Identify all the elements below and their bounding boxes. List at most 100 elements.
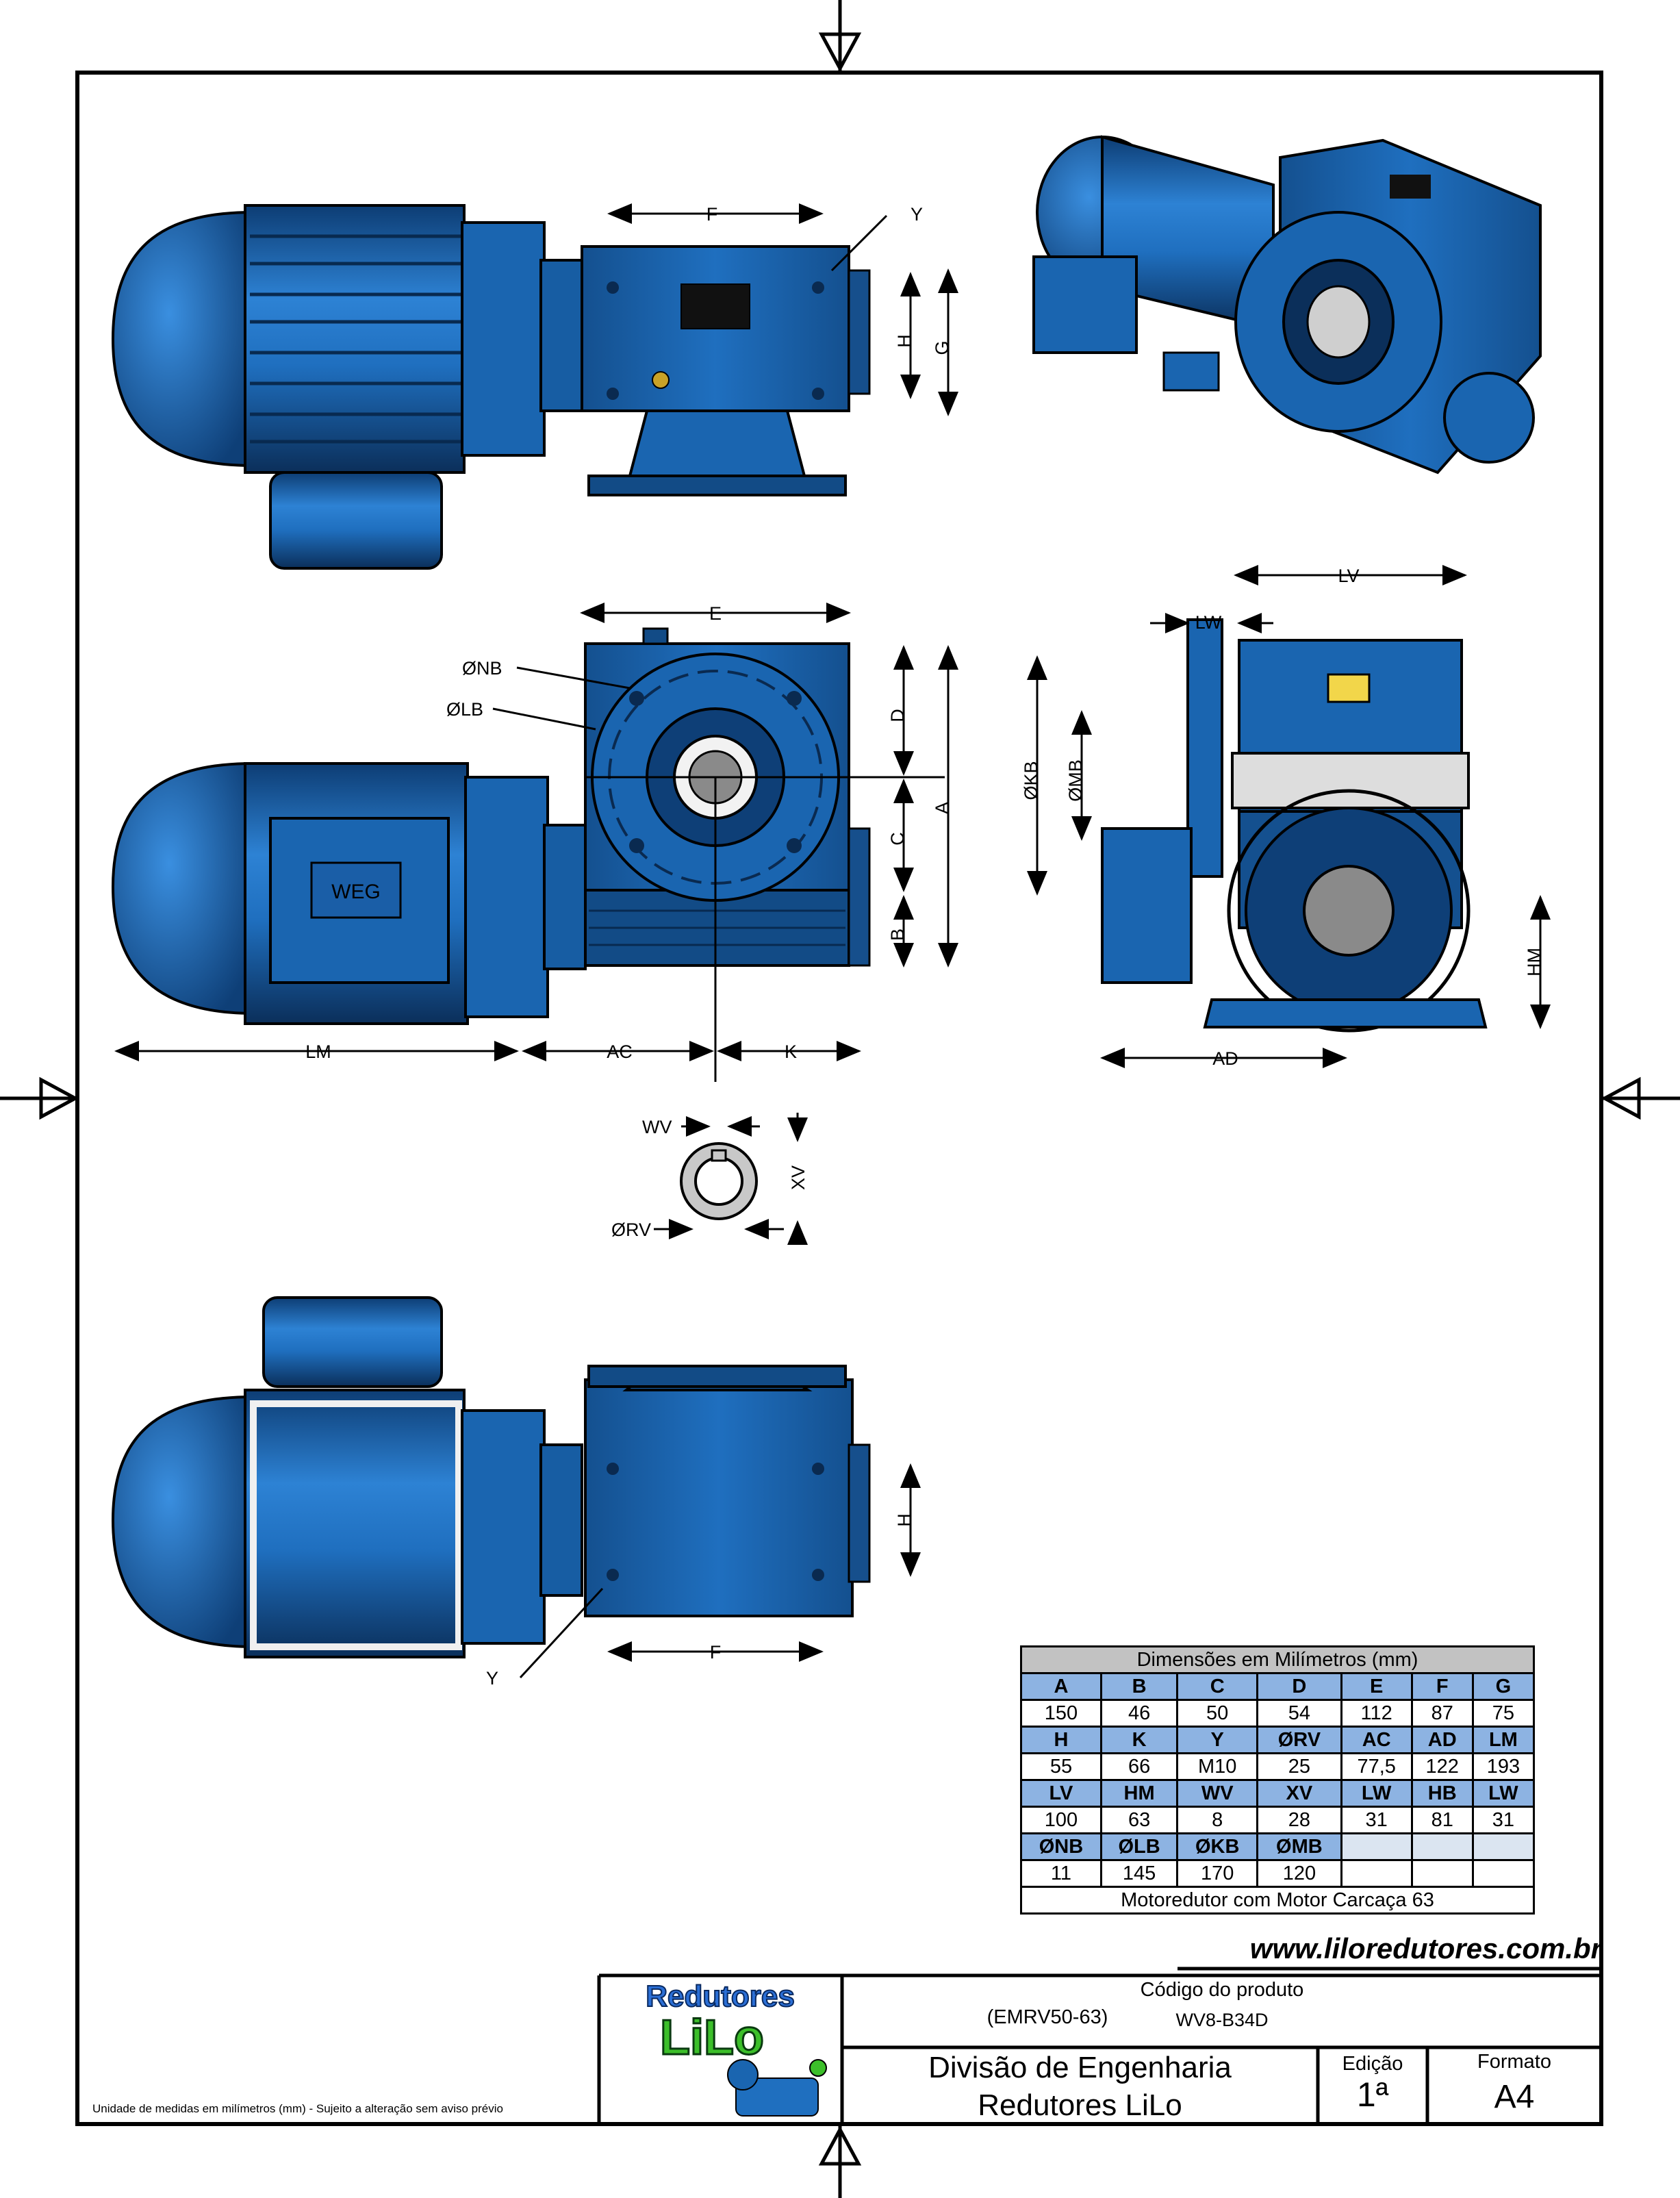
division-line2: Redutores LiLo: [978, 2088, 1182, 2122]
label-AC: AC: [607, 1041, 633, 1062]
table-header-cell: G: [1471, 1672, 1536, 1701]
table-header-cell: B: [1099, 1672, 1179, 1701]
product-code-value: WV8-B34D: [1175, 2010, 1269, 2030]
table-header-cell: ØLB: [1099, 1832, 1179, 1861]
table-empty-cell: [1410, 1832, 1474, 1861]
table-header-cell: LW: [1340, 1779, 1413, 1808]
table-value-cell: 81: [1410, 1806, 1474, 1834]
footnote: Unidade de medidas em milímetros (mm) - …: [92, 2102, 503, 2115]
table-header-cell: Y: [1176, 1726, 1259, 1754]
table-header-cell: C: [1176, 1672, 1259, 1701]
table-header-cell: A: [1020, 1672, 1102, 1701]
table-header-cell: ØRV: [1256, 1726, 1342, 1754]
label-C: C: [887, 832, 908, 846]
table-value-cell: 8: [1176, 1806, 1259, 1834]
table-header-cell: D: [1256, 1672, 1342, 1701]
front-view: WEG: [111, 627, 945, 1082]
table-value-cell: 100: [1020, 1806, 1102, 1834]
label-H-bottom: H: [894, 1513, 915, 1527]
table-header-cell: ØKB: [1176, 1832, 1259, 1861]
edition-value: 1ª: [1356, 2075, 1389, 2114]
title-block-frame: [597, 1967, 1601, 2124]
table-caption: Dimensões em Milímetros (mm): [1020, 1645, 1535, 1674]
label-HM: HM: [1524, 948, 1544, 976]
table-empty-cell: [1340, 1832, 1413, 1861]
table-header-cell: LW: [1471, 1779, 1536, 1808]
table-value-cell: 50: [1176, 1699, 1259, 1728]
label-Y-top: Y: [911, 204, 923, 225]
label-LW: LW: [1195, 612, 1222, 633]
isometric-view: [1032, 135, 1542, 475]
table-value-cell: 170: [1176, 1859, 1259, 1888]
table-footer: Motoredutor com Motor Carcaça 63: [1020, 1886, 1535, 1915]
motor-badge: WEG: [331, 881, 381, 903]
dimensions-table: Dimensões em Milímetros (mm) A B C D E F…: [1020, 1645, 1536, 1915]
bottom-view: [111, 1296, 871, 1658]
table-value-cell: 31: [1340, 1806, 1413, 1834]
table-value-cell: 66: [1099, 1752, 1179, 1781]
table-header-cell: E: [1340, 1672, 1413, 1701]
table-value-cell: 87: [1410, 1699, 1474, 1728]
table-value-row: 11 145 170 120: [1020, 1859, 1536, 1888]
logo-line1: Redutores: [646, 1980, 795, 2013]
table-value-cell: 122: [1410, 1752, 1474, 1781]
table-value-cell: 55: [1020, 1752, 1102, 1781]
table-header-cell: K: [1099, 1726, 1179, 1754]
dimension-labels: F Y H G E ØNB ØLB D C B A LM AC K LV LW …: [305, 204, 1544, 1689]
format-label: Formato: [1477, 2051, 1551, 2073]
table-header-cell: AC: [1340, 1726, 1413, 1754]
label-WV: WV: [642, 1117, 672, 1137]
label-Y-bottom: Y: [486, 1668, 498, 1689]
website-link[interactable]: www.liloredutores.com.br: [1249, 1932, 1602, 1965]
table-header-cell: WV: [1176, 1779, 1259, 1808]
table-value-cell: 46: [1099, 1699, 1179, 1728]
division-line1: Divisão de Engenharia: [928, 2051, 1232, 2084]
table-header-cell: AD: [1410, 1726, 1474, 1754]
table-value-cell: 145: [1099, 1859, 1179, 1888]
label-B: B: [887, 929, 908, 941]
table-value-cell: 63: [1099, 1806, 1179, 1834]
table-value-cell: 25: [1256, 1752, 1342, 1781]
table-header-row: H K Y ØRV AC AD LM: [1020, 1726, 1536, 1754]
table-value-cell: 75: [1471, 1699, 1536, 1728]
table-value-cell: 150: [1020, 1699, 1102, 1728]
label-F-top: F: [707, 204, 718, 225]
table-header-cell: F: [1410, 1672, 1474, 1701]
table-value-cell: 54: [1256, 1699, 1342, 1728]
table-header-cell: LM: [1471, 1726, 1536, 1754]
label-A: A: [932, 802, 952, 814]
table-value-row: 55 66 M10 25 77,5 122 193: [1020, 1752, 1536, 1781]
table-value-cell: 193: [1471, 1752, 1536, 1781]
table-header-cell: LV: [1020, 1779, 1102, 1808]
label-MB: ØMB: [1065, 759, 1086, 802]
dimension-lines: [114, 203, 1551, 1679]
table-value-cell: M10: [1176, 1752, 1259, 1781]
label-H-top: H: [894, 334, 915, 348]
table-empty-cell: [1471, 1832, 1536, 1861]
label-K: K: [785, 1041, 797, 1062]
table-value-cell: 120: [1256, 1859, 1342, 1888]
table-value-row: 150 46 50 54 112 87 75: [1020, 1699, 1536, 1728]
table-header-cell: HM: [1099, 1779, 1179, 1808]
table-value-row: 100 63 8 28 31 81 31: [1020, 1806, 1536, 1834]
table-empty-cell: [1410, 1859, 1474, 1888]
label-E: E: [709, 603, 722, 624]
company-logo: Redutores LiLo: [645, 1979, 827, 2117]
table-value-cell: 11: [1020, 1859, 1102, 1888]
label-F-bottom: F: [710, 1642, 722, 1663]
label-LM: LM: [305, 1041, 331, 1062]
table-header-cell: ØMB: [1256, 1832, 1342, 1861]
table-header-row: LV HM WV XV LW HB LW: [1020, 1779, 1536, 1808]
label-G: G: [932, 340, 952, 355]
label-AD: AD: [1212, 1048, 1238, 1069]
label-KB: ØKB: [1021, 761, 1041, 800]
label-D: D: [887, 709, 908, 722]
table-header-cell: XV: [1256, 1779, 1342, 1808]
table-value-cell: 31: [1471, 1806, 1536, 1834]
label-LV: LV: [1338, 566, 1359, 586]
edition-label: Edição: [1342, 2053, 1403, 2075]
logo-line2: LiLo: [660, 2010, 764, 2065]
label-RV: ØRV: [611, 1220, 651, 1240]
